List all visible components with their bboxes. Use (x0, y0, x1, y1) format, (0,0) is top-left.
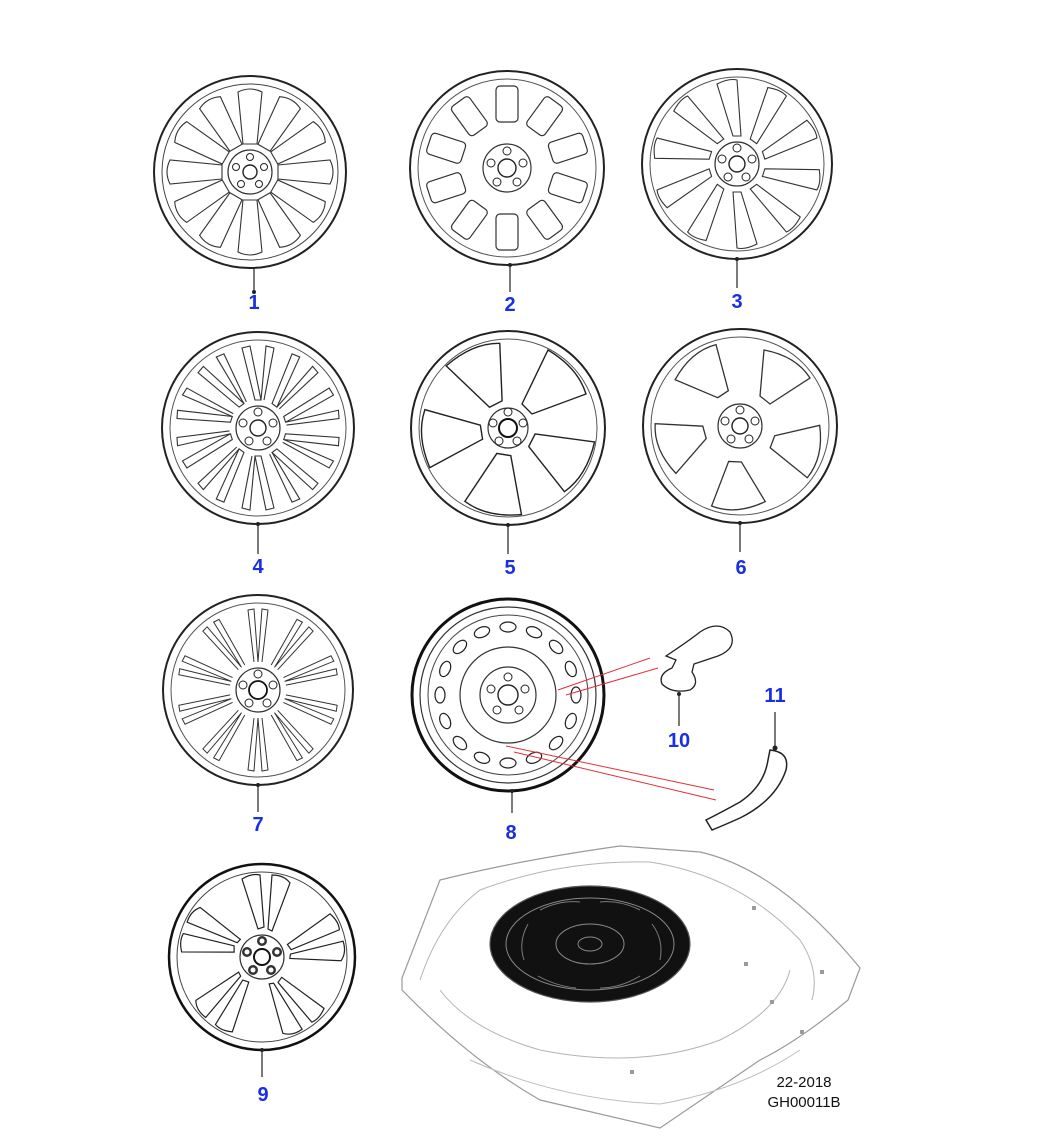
callout-8[interactable]: 8 (505, 822, 517, 844)
callout-4[interactable]: 4 (252, 556, 264, 578)
wheel-3-spokes (653, 78, 821, 250)
part-10-bracket[interactable] (660, 625, 733, 726)
callout-5[interactable]: 5 (504, 557, 516, 579)
stowed-spare-wheel (489, 885, 691, 1003)
spare-wheel-well-assembly (401, 845, 861, 1129)
callout-1[interactable]: 1 (248, 292, 260, 314)
wheel-8-vent-holes (434, 621, 582, 769)
wheel-7[interactable] (162, 594, 354, 812)
wheel-4[interactable] (161, 331, 355, 554)
callout-10[interactable]: 10 (667, 730, 691, 752)
wheel-7-spokes (178, 608, 338, 772)
illustration-code: GH00011B (767, 1094, 841, 1111)
red-leader-lines (505, 657, 717, 801)
callout-2[interactable]: 2 (504, 294, 516, 316)
callout-3[interactable]: 3 (731, 291, 743, 313)
wheel-9[interactable] (167, 862, 357, 1077)
wheel-3[interactable] (641, 68, 833, 288)
wheel-1-spokes (166, 88, 334, 256)
wheel-4-spokes (176, 345, 340, 511)
callout-9[interactable]: 9 (257, 1084, 269, 1106)
wheel-6-windows (654, 343, 822, 511)
wheel-2[interactable] (409, 70, 605, 292)
wheel-5[interactable] (399, 330, 606, 554)
callout-6[interactable]: 6 (735, 557, 747, 579)
wheel-2-windows (426, 85, 588, 251)
wheel-5-windows (420, 342, 596, 516)
wheel-6[interactable] (639, 328, 838, 552)
part-11-curved-strip[interactable] (704, 712, 788, 831)
callout-7[interactable]: 7 (252, 814, 264, 836)
callout-11[interactable]: 11 (764, 685, 786, 707)
wheel-9-windows (180, 873, 346, 1035)
wheel-8-spare[interactable] (410, 597, 606, 813)
date-code: 22-2018 (776, 1074, 832, 1091)
wheel-1[interactable] (153, 75, 347, 294)
